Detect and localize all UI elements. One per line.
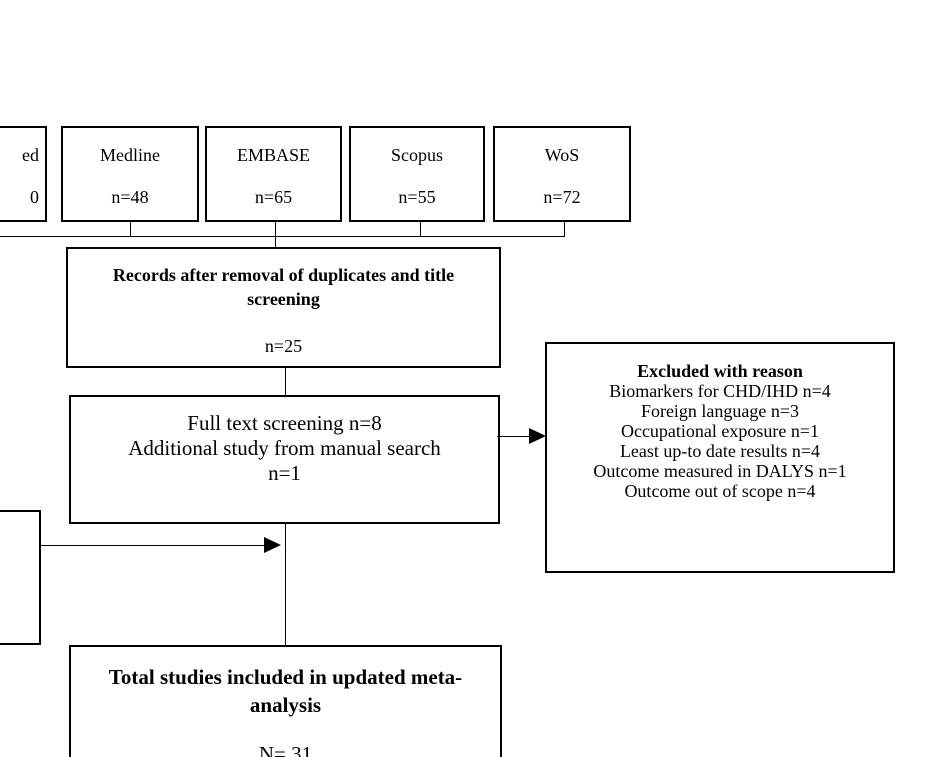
total-studies-included-box: Total studies included in updated meta-a… xyxy=(69,645,502,757)
merge-line xyxy=(0,236,565,237)
database-box-partial: ed 0 xyxy=(0,126,47,222)
connector-to-records xyxy=(275,236,276,247)
excluded-reason: Outcome measured in DALYS n=1 xyxy=(593,461,847,481)
full-text-line: Full text screening n=8 xyxy=(187,411,382,435)
total-count: N= 31 xyxy=(258,742,313,757)
arrow-right-icon xyxy=(264,537,281,553)
database-name: Medline xyxy=(100,145,160,165)
excluded-reason: Least up-to date results n=4 xyxy=(619,441,821,461)
database-name: WoS xyxy=(544,145,580,165)
arrow-from-left-line xyxy=(40,545,265,546)
database-count: n=72 xyxy=(543,187,581,207)
database-box-medline: Medline n=48 xyxy=(61,126,199,222)
records-after-removal-box: Records after removal of duplicates and … xyxy=(66,247,501,368)
excluded-reason: Occupational exposure n=1 xyxy=(620,421,820,441)
excluded-with-reason-box: Excluded with reason Biomarkers for CHD/… xyxy=(545,342,895,573)
database-box-wos: WoS n=72 xyxy=(493,126,631,222)
database-name: Scopus xyxy=(390,145,443,165)
database-name: ed xyxy=(22,145,39,165)
excluded-reason: Foreign language n=3 xyxy=(640,401,800,421)
excluded-reason: Biomarkers for CHD/IHD n=4 xyxy=(609,381,831,401)
database-count: n=55 xyxy=(398,187,436,207)
excluded-reason: Outcome out of scope n=4 xyxy=(624,481,816,501)
connector-records-to-fulltext xyxy=(285,368,286,395)
records-count: n=25 xyxy=(264,336,303,356)
connector-fulltext-to-total xyxy=(285,524,286,645)
connector-scopus xyxy=(420,222,421,236)
excluded-title: Excluded with reason xyxy=(637,361,803,381)
full-text-screening-box: Full text screening n=8 Additional study… xyxy=(69,395,500,524)
records-title: Records after removal of duplicates and … xyxy=(112,265,455,309)
database-box-scopus: Scopus n=55 xyxy=(349,126,485,222)
connector-wos xyxy=(564,222,565,236)
database-name: EMBASE xyxy=(236,145,310,165)
arrow-to-excluded-line xyxy=(497,436,530,437)
partial-left-box xyxy=(0,510,41,645)
database-count: n=65 xyxy=(254,187,293,207)
full-text-line: Additional study from manual search xyxy=(128,436,441,460)
database-count: 0 xyxy=(30,187,39,207)
arrow-right-icon xyxy=(529,428,546,444)
connector-embase xyxy=(275,222,276,236)
database-count: n=48 xyxy=(111,187,149,207)
connector-medline xyxy=(130,222,131,236)
database-box-embase: EMBASE n=65 xyxy=(205,126,342,222)
full-text-line: n=1 xyxy=(268,461,301,485)
total-title: Total studies included in updated meta-a… xyxy=(108,665,463,717)
